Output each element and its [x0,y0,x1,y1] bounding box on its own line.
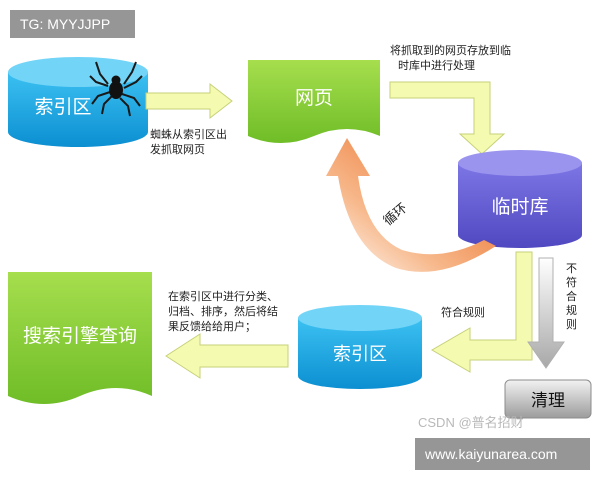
note-feedback-line3: 果反馈给给用户； [168,319,256,333]
index-db-bottom: 索引区 [298,305,422,389]
arrow-to-webpage [145,82,233,120]
watermark-top: TG: MYYJJPP [10,10,135,38]
note-feedback-line1: 在索引区中进行分类、 [168,289,278,303]
note-spider-line1: 蜘蛛从索引区出 [150,127,227,141]
note-qualified: 符合规则 [441,305,485,319]
spider-icon [89,61,143,117]
index-db-bottom-label: 索引区 [333,344,387,365]
note-spider-line2: 发抓取网页 [150,142,205,156]
search-query-label: 搜索引擎查询 [23,325,137,347]
webpage-doc-label: 网页 [295,87,333,109]
csdn-credit: CSDN @普名招财 [418,415,524,430]
webpage-doc: 网页 [248,60,380,143]
note-store-line2: 时库中进行处理 [398,59,475,72]
arrow-to-search-query [165,333,289,379]
note-unqualified-char: 符 [566,276,577,289]
note-unqualified: 不 符 合 规 则 [566,262,577,331]
cleanup-box: 清理 [504,379,592,419]
loop-label: 循环 [381,201,411,229]
arrow-to-cleanup [527,257,565,369]
note-unqualified-char: 规 [566,303,577,317]
note-store-line1: 将抓取到的网页存放到临 [390,43,511,57]
note-unqualified-char: 合 [566,289,577,303]
index-db-top-label: 索引区 [34,96,91,118]
note-feedback-line2: 归档、排序，然后将结 [168,304,278,318]
arrow-to-index-bottom [431,251,533,373]
temp-db: 临时库 [458,150,582,248]
temp-db-label: 临时库 [491,196,548,218]
cleanup-label: 清理 [531,391,565,411]
watermark-bottom: www.kaiyunarea.com [415,438,590,470]
note-unqualified-char: 则 [566,318,577,331]
arrow-to-temp-db [389,81,506,155]
index-db-top: 索引区 [8,57,148,147]
note-unqualified-char: 不 [566,262,577,275]
search-query-doc: 搜索引擎查询 [8,272,152,404]
